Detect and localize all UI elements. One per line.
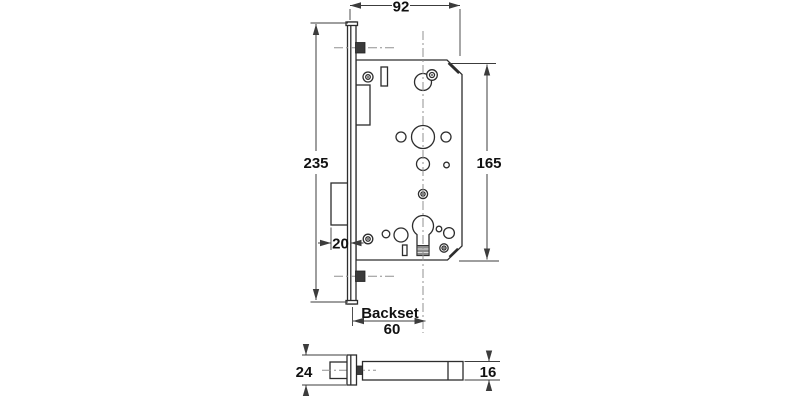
hole-left-of-cylinder	[393, 227, 409, 243]
faceplate	[345, 21, 359, 305]
bottom-slot	[401, 244, 408, 257]
hole-left-of-cylinder-small	[381, 229, 391, 239]
bottom-view	[322, 354, 464, 386]
dimension-92: 92	[349, 0, 461, 56]
dimension-backset: Backset 60	[352, 305, 426, 338]
screw-post	[362, 233, 374, 245]
latch-bolt-edge	[355, 42, 366, 54]
screw-post	[362, 71, 374, 83]
screw-post	[426, 69, 438, 81]
fixing-nub-section	[356, 365, 363, 375]
latch-housing	[355, 84, 371, 126]
dim-24-label: 24	[296, 364, 313, 381]
dim-92-label: 92	[393, 0, 410, 16]
dim-20-label: 20	[332, 236, 349, 253]
dim-165-label: 165	[476, 155, 501, 172]
chamfer-detail-top-icon	[447, 62, 460, 75]
hole-right-of-cylinder	[442, 226, 456, 240]
lower-bolt-edge	[355, 270, 366, 282]
dim-16-label: 16	[480, 364, 497, 381]
hole-right-of-cylinder-small	[435, 225, 443, 233]
dimension-24: 24	[296, 344, 346, 396]
backset-value: 60	[384, 321, 401, 338]
top-slot	[380, 66, 389, 87]
dim-235-label: 235	[303, 155, 328, 172]
spindle-side-hole-left	[395, 131, 407, 143]
screw-post	[439, 243, 449, 253]
chamfer-detail-bottom-icon	[448, 247, 459, 258]
dimension-235: 235	[303, 22, 348, 303]
dimension-16: 16	[464, 350, 500, 391]
spindle-side-hole-right	[440, 131, 452, 143]
front-view	[330, 21, 463, 333]
dimension-165: 165	[450, 63, 502, 262]
faceplate-section	[346, 354, 358, 386]
dimension-20: 20	[318, 227, 364, 253]
small-hole-right-mid	[443, 161, 450, 169]
backset-label: Backset	[361, 305, 419, 322]
